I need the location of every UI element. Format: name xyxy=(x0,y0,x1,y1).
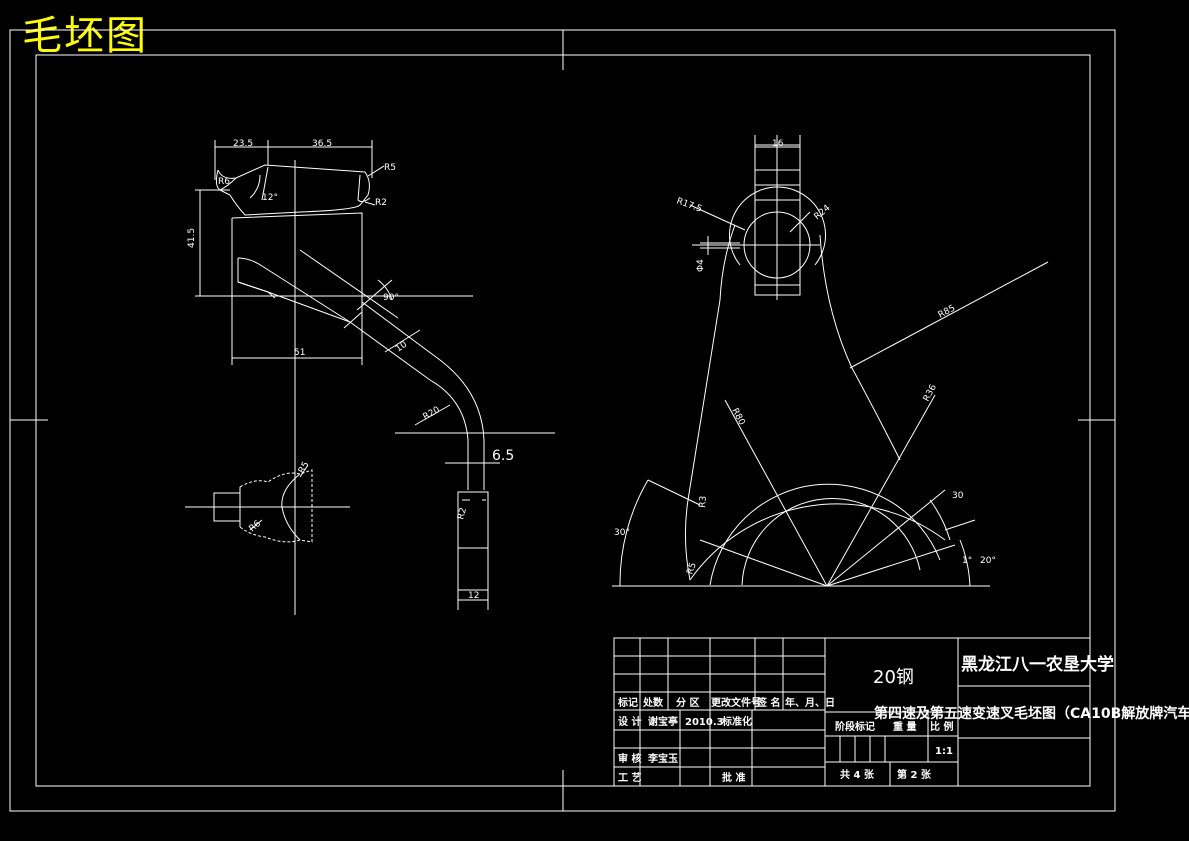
dim-20deg: 20° xyxy=(980,556,996,566)
approve-label: 批 准 xyxy=(722,771,745,784)
reviewer-name: 李宝玉 xyxy=(647,752,678,765)
dim-12-width: 12 xyxy=(468,591,479,601)
standardize-label: 标准化 xyxy=(721,715,752,728)
weight-label: 重 量 xyxy=(893,720,916,733)
dim-23-5: 23.5 xyxy=(233,139,253,149)
right-view-dimension-lines xyxy=(700,135,801,255)
scale-value: 1:1 xyxy=(935,746,953,757)
dim-30: 30 xyxy=(952,491,964,501)
dim-r2: R2 xyxy=(375,198,387,208)
left-section-view xyxy=(185,464,350,543)
dim-12deg: 12° xyxy=(262,193,278,203)
hdr-date: 年、月、日 xyxy=(785,696,835,709)
scale-label: 比 例 xyxy=(930,720,953,733)
dim-10: 10 xyxy=(394,340,409,355)
dim-r6: R6 xyxy=(218,177,230,187)
dim-r17-5: R17.5 xyxy=(675,196,703,214)
designer-name: 谢宝亭 xyxy=(648,715,678,728)
dim-r5-fork: R5 xyxy=(685,561,698,576)
dim-16: 16 xyxy=(772,139,784,149)
right-view-labels: 16 R17.5 R24 Φ4 R85 R80 R36 R3 30° 30 1°… xyxy=(614,139,996,576)
hdr-sign: 签 名 xyxy=(756,696,780,709)
drawing-name: 第四速及第五速变速叉毛坯图（CA10B解放牌汽车） xyxy=(874,705,1189,722)
dim-r5-section: R5 xyxy=(297,460,312,475)
sheet-number: 第 2 张 xyxy=(897,768,932,781)
dim-r3: R3 xyxy=(698,495,709,508)
right-view-main xyxy=(612,135,1049,587)
dim-phi4: Φ4 xyxy=(696,259,706,272)
dim-30deg: 30° xyxy=(614,528,630,538)
inner-frame xyxy=(35,54,1091,787)
dim-41-5: 41.5 xyxy=(187,228,197,248)
title-block xyxy=(613,637,1091,787)
dim-1deg: 1° xyxy=(962,556,972,566)
left-view-main xyxy=(195,140,555,615)
dim-r80: R80 xyxy=(729,407,746,428)
design-date: 2010.3 xyxy=(685,717,724,728)
dim-r5: R5 xyxy=(384,163,396,173)
dim-r36: R36 xyxy=(922,383,939,404)
school-name: 黑龙江八一农垦大学 xyxy=(961,654,1114,675)
page-title: 毛坯图 xyxy=(22,13,148,59)
dim-36-5: 36.5 xyxy=(312,139,332,149)
hdr-zone: 分 区 xyxy=(676,696,699,709)
outer-border xyxy=(9,29,1116,812)
hdr-count: 处数 xyxy=(642,696,664,709)
design-label: 设 计 xyxy=(618,715,641,728)
left-view-labels: 23.5 36.5 41.5 51 10 R20 6.5 12 R6 R2 R5… xyxy=(187,139,514,601)
sheet-count: 共 4 张 xyxy=(840,768,875,781)
title-block-text: 20钢 黑龙江八一农垦大学 第四速及第五速变速叉毛坯图（CA10B解放牌汽车） … xyxy=(617,654,1189,784)
dim-r20: R20 xyxy=(422,405,443,423)
left-view-dimension-lines xyxy=(199,146,500,601)
hdr-mark: 标记 xyxy=(617,696,638,709)
craft-label: 工 艺 xyxy=(618,771,641,784)
review-label: 审 核 xyxy=(618,752,641,765)
dim-r2-small: R2 xyxy=(456,507,469,521)
dim-6-5: 6.5 xyxy=(492,448,514,464)
dim-51: 51 xyxy=(294,348,305,358)
dim-r85: R85 xyxy=(937,304,957,321)
dim-90deg: 90° xyxy=(383,293,399,303)
hdr-change-doc: 更改文件号 xyxy=(711,696,761,709)
material-label: 20钢 xyxy=(873,667,914,688)
stage-label: 阶段标记 xyxy=(835,720,875,733)
